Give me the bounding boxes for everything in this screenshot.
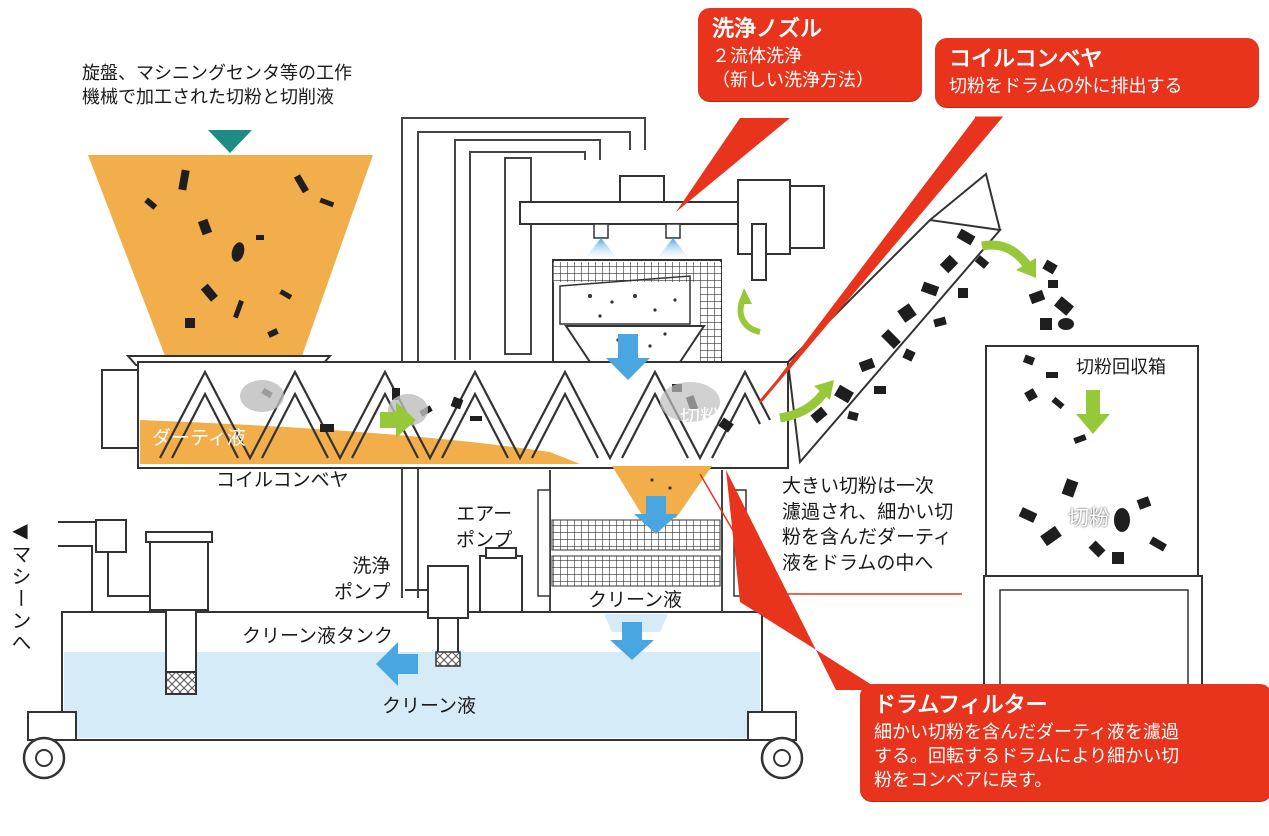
air-pump [479, 547, 523, 613]
source-note: 旋盤、マシニングセンタ等の工作 機械で加工された切粉と切削液 [82, 62, 352, 111]
chips-box-label: 切粉 [1068, 506, 1110, 530]
callout-coil-conveyor: コイルコンベヤ 切粉をドラムの外に排出する [935, 38, 1259, 107]
callout-drum-filter-title: ドラムフィルター [874, 693, 1048, 718]
hopper [88, 130, 373, 366]
chips-conveyor-label: 切粉 [680, 405, 720, 429]
callout-nozzle: 洗浄ノズル ２流体洗浄 （新しい洗浄方法） [698, 8, 922, 102]
wash-pump-label: 洗浄 ポンプ [334, 554, 390, 605]
wash-pump [405, 565, 469, 667]
to-machine-label: ◀マシーンへ [8, 518, 32, 654]
flow-arrows-blue [376, 334, 678, 686]
wash-pump-label-line: 洗浄 [352, 555, 391, 577]
drum-upper-screen [552, 259, 761, 369]
callout-drum-filter-line: 細かい切粉を含んだダーティ液を濾過 [874, 721, 1179, 743]
callout-nozzle-line: ２流体洗浄 [712, 45, 802, 67]
callout-drum-filter: ドラムフィルター 細かい切粉を含んだダーティ液を濾過 する。回転するドラムにより… [860, 684, 1269, 802]
dirty-liquid-label: ダーティ液 [152, 427, 246, 449]
air-pump-label-line: エアー [456, 503, 513, 525]
wash-pump-label-line: ポンプ [334, 580, 391, 603]
air-pump-label: エアー ポンプ [456, 502, 512, 553]
large-chips-note: 大きい切粉は一次 濾過され、細かい切 粉を含んだダーティ 液をドラムの中へ [782, 474, 953, 577]
coil-conveyor-trough [101, 361, 789, 469]
callout-drum-filter-line: 粉をコンベアに戻す。 [874, 770, 1053, 792]
clean-tank-label: クリーン液タンク [242, 625, 394, 647]
callout-nozzle-line: （新しい洗浄方法） [712, 69, 874, 91]
nozzle-manifold [519, 175, 825, 281]
return-pump [58, 519, 213, 695]
recovery-box-label: 切粉回収箱 [1076, 357, 1166, 378]
large-chips-note-line: 液をドラムの中へ [782, 551, 934, 574]
callout-coil-conveyor-line: 切粉をドラムの外に排出する [949, 75, 1183, 97]
callout-nozzle-title: 洗浄ノズル [712, 17, 823, 42]
large-chips-note-line: 粉を含んだダーティ [782, 526, 952, 549]
clean-liquid-lower-label: クリーン液 [382, 695, 477, 717]
large-chips-note-line: 濾過され、細かい切 [782, 500, 954, 523]
clean-liquid-upper-label: クリーン液 [588, 589, 683, 611]
air-pump-label-line: ポンプ [456, 528, 513, 551]
drum-lower-screen [537, 466, 747, 632]
callout-drum-filter-line: する。回転するドラムにより細かい切 [874, 745, 1180, 767]
callout-coil-conveyor-title: コイルコンベヤ [949, 47, 1103, 72]
inclined-conveyor [779, 172, 1074, 465]
callout-pointers [676, 116, 1004, 690]
coil-conveyor-label: コイルコンベヤ [216, 469, 349, 491]
source-note-line: 旋盤、マシニングセンタ等の工作 [82, 63, 352, 84]
large-chips-note-line: 大きい切粉は一次 [782, 475, 935, 497]
source-note-line: 機械で加工された切粉と切削液 [82, 87, 334, 109]
